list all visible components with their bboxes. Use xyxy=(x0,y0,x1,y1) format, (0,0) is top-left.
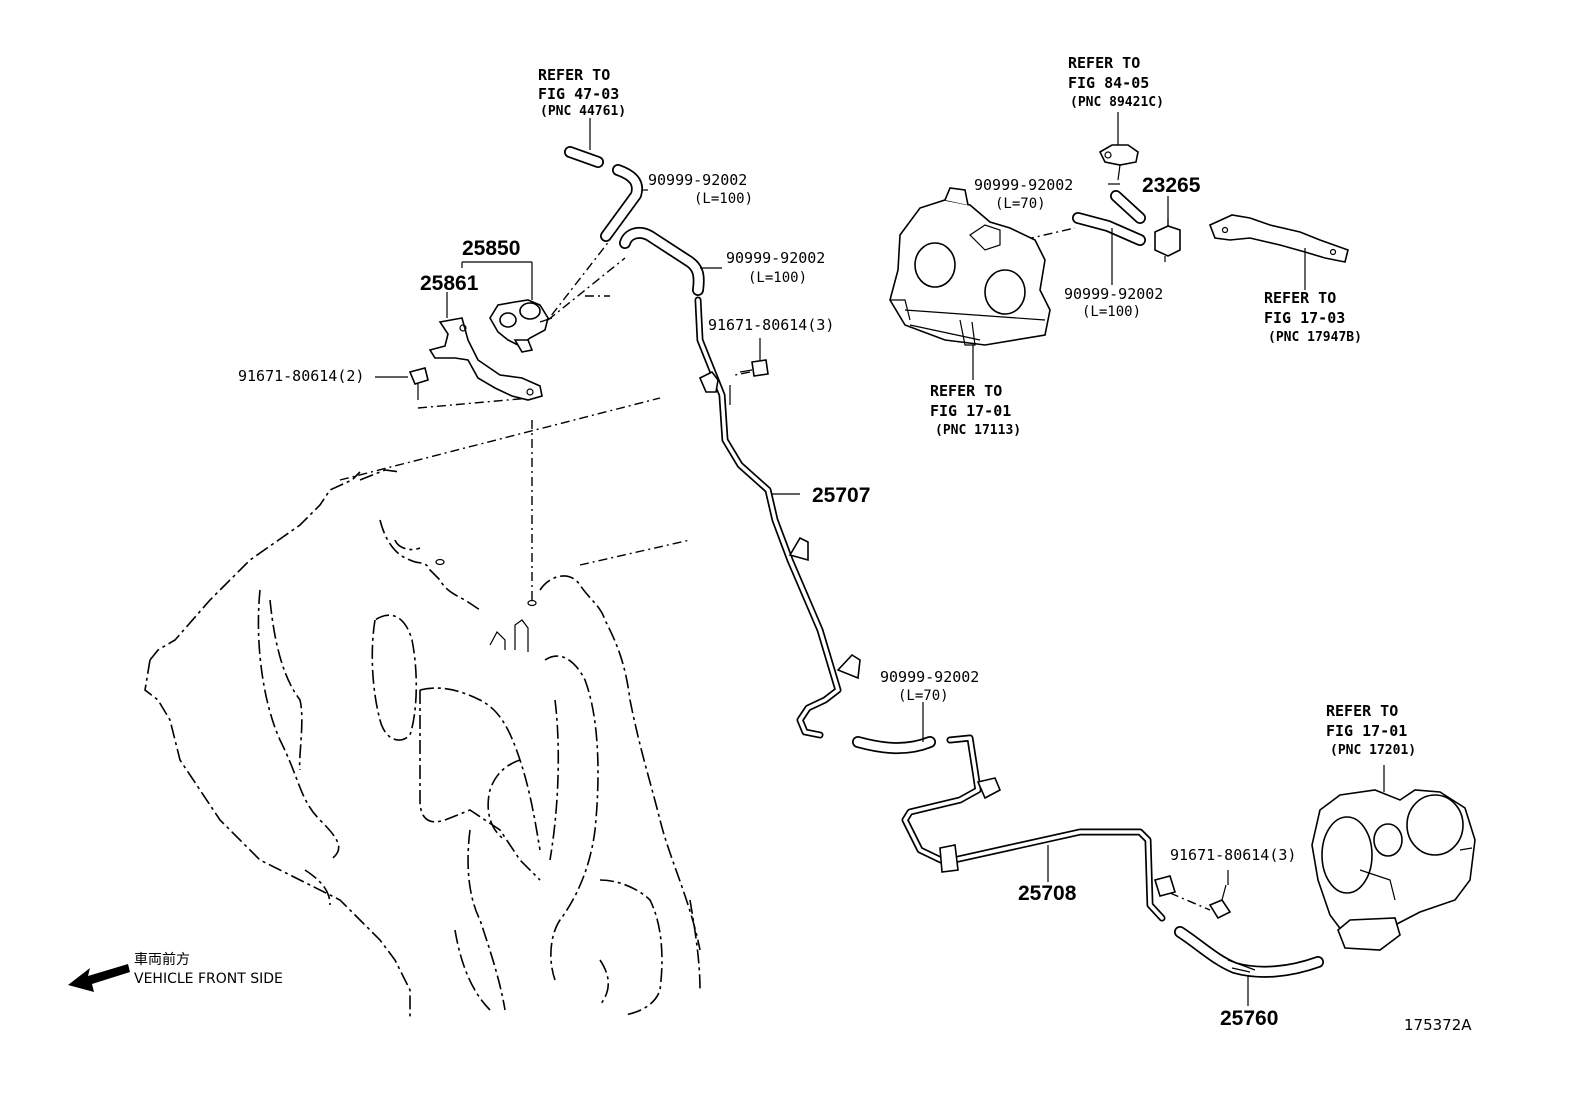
bracket-17947b xyxy=(1208,214,1349,263)
callout-ref-17-01-b: REFER TO FIG 17-01 (PNC 17201) xyxy=(1326,702,1416,758)
figure-id: 175372A xyxy=(1404,1016,1472,1034)
callout-ref-17-03: REFER TO FIG 17-03 (PNC 17947B) xyxy=(1264,289,1362,345)
ref-84-05-line3: (PNC 89421C) xyxy=(1070,95,1164,110)
callout-hose-right-lower: 90999-92002 (L=100) xyxy=(1064,285,1163,320)
hose-right-upper-length: (L=70) xyxy=(995,196,1046,212)
bolt-right-label: 91671-80614(3) xyxy=(1170,846,1296,864)
part-number-25708: 25708 xyxy=(1018,882,1077,905)
hose-top-left-part: 90999-92002 xyxy=(648,171,747,189)
ref-17-01-b-line2: FIG 17-01 xyxy=(1326,722,1407,740)
ref-17-03-line1: REFER TO xyxy=(1264,289,1336,307)
front-arrow xyxy=(68,964,130,992)
part-number-25861: 25861 xyxy=(420,272,479,295)
ref-17-01-b-line1: REFER TO xyxy=(1326,702,1398,720)
callout-ref-47-03: REFER TO FIG 47-03 (PNC 44761) xyxy=(538,66,626,119)
front-label-jp: 車両前方 xyxy=(134,951,190,968)
hose-bottom-length: (L=70) xyxy=(898,688,949,704)
ref-17-01-a-line1: REFER TO xyxy=(930,382,1002,400)
hose-top-mid[interactable] xyxy=(619,226,705,296)
hose-right-lower[interactable] xyxy=(1072,212,1146,246)
hose-bottom[interactable] xyxy=(852,736,936,755)
ref-47-03-line3: (PNC 44761) xyxy=(540,104,626,119)
ref-84-05-line2: FIG 84-05 xyxy=(1068,74,1149,92)
part-number-25760: 25760 xyxy=(1220,1007,1278,1030)
pipe-stub-47-03 xyxy=(564,146,604,168)
callout-ref-84-05: REFER TO FIG 84-05 (PNC 89421C) xyxy=(1068,54,1164,110)
bolt-left[interactable] xyxy=(408,367,429,400)
leader-lines xyxy=(375,112,1385,1006)
part-number-25850: 25850 xyxy=(462,237,520,260)
bolt-left-label: 91671-80614(2) xyxy=(238,367,364,385)
callout-ref-17-01-a: REFER TO FIG 17-01 (PNC 17113) xyxy=(930,382,1021,438)
pipe-25707[interactable] xyxy=(694,296,861,739)
callout-hose-right-upper: 90999-92002 (L=70) xyxy=(974,176,1073,212)
ref-17-03-line3: (PNC 17947B) xyxy=(1268,330,1362,345)
throttle-body xyxy=(889,187,1051,346)
hose-right-lower-length: (L=100) xyxy=(1082,304,1141,320)
bolt-right[interactable] xyxy=(1208,884,1232,920)
ref-84-05-line1: REFER TO xyxy=(1068,54,1140,72)
vsv-25850[interactable] xyxy=(489,299,553,353)
ref-17-03-line2: FIG 17-03 xyxy=(1264,309,1345,327)
hose-top-mid-part: 90999-92002 xyxy=(726,249,825,267)
hose-bottom-part: 90999-92002 xyxy=(880,668,979,686)
bolt-mid-label: 91671-80614(3) xyxy=(708,316,834,334)
front-label-en: VEHICLE FRONT SIDE xyxy=(134,971,283,987)
turbocharger xyxy=(1311,789,1476,951)
callout-hose-bottom: 90999-92002 (L=70) xyxy=(880,668,979,704)
engine-outline xyxy=(144,469,701,1020)
callout-hose-top-left: 90999-92002 (L=100) xyxy=(648,171,753,207)
ref-47-03-line1: REFER TO xyxy=(538,66,610,84)
hose-right-upper[interactable] xyxy=(1110,190,1146,224)
ref-17-01-b-line3: (PNC 17201) xyxy=(1330,743,1416,758)
hose-top-mid-length: (L=100) xyxy=(748,270,807,286)
pipe-25708[interactable] xyxy=(901,734,1177,922)
hose-right-lower-part: 90999-92002 xyxy=(1064,285,1163,303)
ref-47-03-line2: FIG 47-03 xyxy=(538,85,619,103)
bracket-25861[interactable] xyxy=(428,317,543,401)
ref-17-01-a-line3: (PNC 17113) xyxy=(935,423,1021,438)
hose-25760[interactable] xyxy=(1174,926,1324,978)
ref-17-01-a-line2: FIG 17-01 xyxy=(930,402,1011,420)
hose-right-upper-part: 90999-92002 xyxy=(974,176,1073,194)
bolt-mid[interactable] xyxy=(739,359,769,377)
part-number-23265: 23265 xyxy=(1142,174,1201,197)
hose-top-left[interactable] xyxy=(600,164,643,242)
hose-top-left-length: (L=100) xyxy=(694,191,753,207)
pressure-sensor xyxy=(1098,144,1139,181)
callout-hose-top-mid: 90999-92002 (L=100) xyxy=(726,249,825,286)
part-number-25707: 25707 xyxy=(812,484,870,507)
